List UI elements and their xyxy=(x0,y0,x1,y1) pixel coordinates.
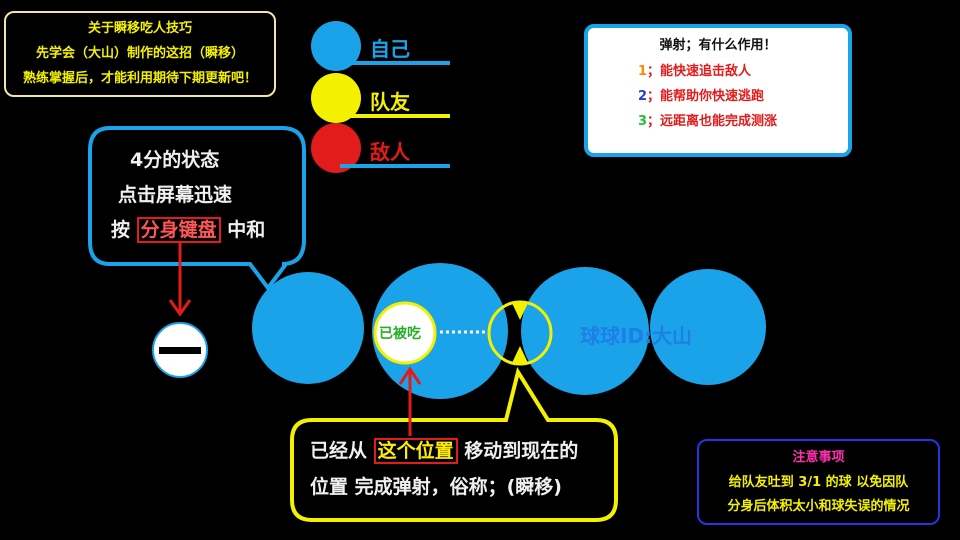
legend-enemy-label: 敌人 xyxy=(370,140,410,164)
position-highlight: 这个位置 xyxy=(373,438,458,464)
use-info-box: 弹射；有什么作用！ 1；能快速追击敌人 2；能帮助你快速逃跑 3；远距离也能完成… xyxy=(584,24,852,157)
split-callout-prefix: 按 xyxy=(111,219,131,241)
use-info-item-2: 2；能帮助你快速逃跑 xyxy=(638,85,764,104)
use-info-title: 弹射；有什么作用！ xyxy=(659,38,777,53)
split-ball-minus-mark xyxy=(159,347,201,354)
use-info-text-3: ；远距离也能完成测涨 xyxy=(647,114,778,129)
intro-line-2: 熟练掌握后，才能利用期待下期更新吧！ xyxy=(22,71,257,86)
self-ball-left xyxy=(252,272,364,384)
split-key-highlight: 分身键盘 xyxy=(136,217,221,243)
intro-title: 关于瞬移吃人技巧 xyxy=(87,21,192,36)
notes-line-2: 分身后体积太小和球失误的情况 xyxy=(727,499,910,514)
bottom-callout-bubble xyxy=(290,366,618,522)
use-info-num-2: 2 xyxy=(638,89,648,104)
use-info-num-1: 1 xyxy=(638,64,648,79)
notes-line-1: 给队友吐到 3/1 的球 以免因队 xyxy=(728,475,909,490)
self-ball-right xyxy=(521,267,649,395)
split-callout-line-2: 点击屏幕迅速 xyxy=(118,184,233,206)
use-info-item-1: 1；能快速追击敌人 xyxy=(638,60,751,79)
self-ball-far-right xyxy=(650,269,766,385)
split-arrow-head xyxy=(168,299,192,317)
notes-box: 注意事项 给队友吐到 3/1 的球 以免因队 分身后体积太小和球失误的情况 xyxy=(697,439,940,525)
eaten-ball-label: 已被吃 xyxy=(379,326,421,342)
legend-teammate-circle xyxy=(311,73,361,123)
split-callout-line-3: 按 分身键盘 中和 xyxy=(111,215,266,243)
split-callout-line-1: 4分的状态 xyxy=(130,149,220,171)
bottom-callout-line-2: 位置 完成弹射，俗称；(瞬移) xyxy=(310,476,562,498)
intro-box: 关于瞬移吃人技巧 先学会（大山）制作的这招（瞬移） 熟练掌握后，才能利用期待下期… xyxy=(4,11,276,97)
legend-self-label: 自己 xyxy=(370,37,410,61)
legend-enemy-circle xyxy=(311,123,361,173)
eaten-ball xyxy=(373,301,437,365)
split-callout-bubble xyxy=(88,126,306,292)
legend-teammate-label: 队友 xyxy=(370,90,410,114)
target-ball-outline xyxy=(487,300,553,366)
use-info-item-3: 3；远距离也能完成测涨 xyxy=(638,110,777,129)
use-info-num-3: 3 xyxy=(638,114,648,129)
intro-line-1: 先学会（大山）制作的这招（瞬移） xyxy=(35,46,244,61)
bottom-callout-prefix: 已经从 xyxy=(310,440,368,462)
bottom-callout-line-1: 已经从 这个位置 移动到现在的 xyxy=(310,436,579,464)
target-wedge-bottom xyxy=(512,346,528,363)
target-wedge-top xyxy=(512,303,528,320)
legend-self-circle xyxy=(311,21,361,71)
use-info-text-2: ；能帮助你快速逃跑 xyxy=(647,89,765,104)
move-arrow-head xyxy=(398,366,422,385)
use-info-text-1: ；能快速追击敌人 xyxy=(647,64,752,79)
bottom-callout-suffix: 移动到现在的 xyxy=(464,440,579,462)
split-callout-suffix: 中和 xyxy=(227,219,266,241)
player-id-label: 球球ID:大山 xyxy=(580,324,693,348)
notes-title: 注意事项 xyxy=(792,450,845,465)
